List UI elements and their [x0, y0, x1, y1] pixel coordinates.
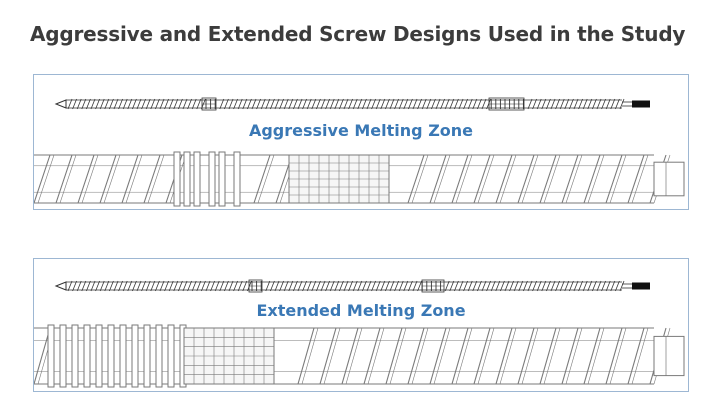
extended-screw-panel: Extended Melting Zone	[33, 258, 689, 392]
screw-detail-shank	[653, 335, 685, 377]
screw-drive-tip	[632, 282, 650, 290]
extended-screw-detail	[34, 324, 685, 388]
screw-overview-body	[54, 97, 650, 111]
aggressive-screw-panel: Aggressive Melting Zone	[33, 74, 689, 210]
screw-detail-shank	[653, 161, 685, 197]
screw-overview-body	[54, 279, 650, 293]
screw-detail-body	[34, 324, 685, 388]
extended-zone-label: Extended Melting Zone	[256, 301, 466, 320]
extended-screw-overview	[54, 279, 650, 293]
page-title: Aggressive and Extended Screw Designs Us…	[30, 22, 686, 46]
aggressive-screw-overview	[54, 97, 650, 111]
aggressive-screw-detail	[34, 151, 685, 207]
screw-drive-tip	[632, 100, 650, 108]
aggressive-zone-label: Aggressive Melting Zone	[248, 121, 474, 140]
screw-detail-body	[34, 151, 685, 207]
